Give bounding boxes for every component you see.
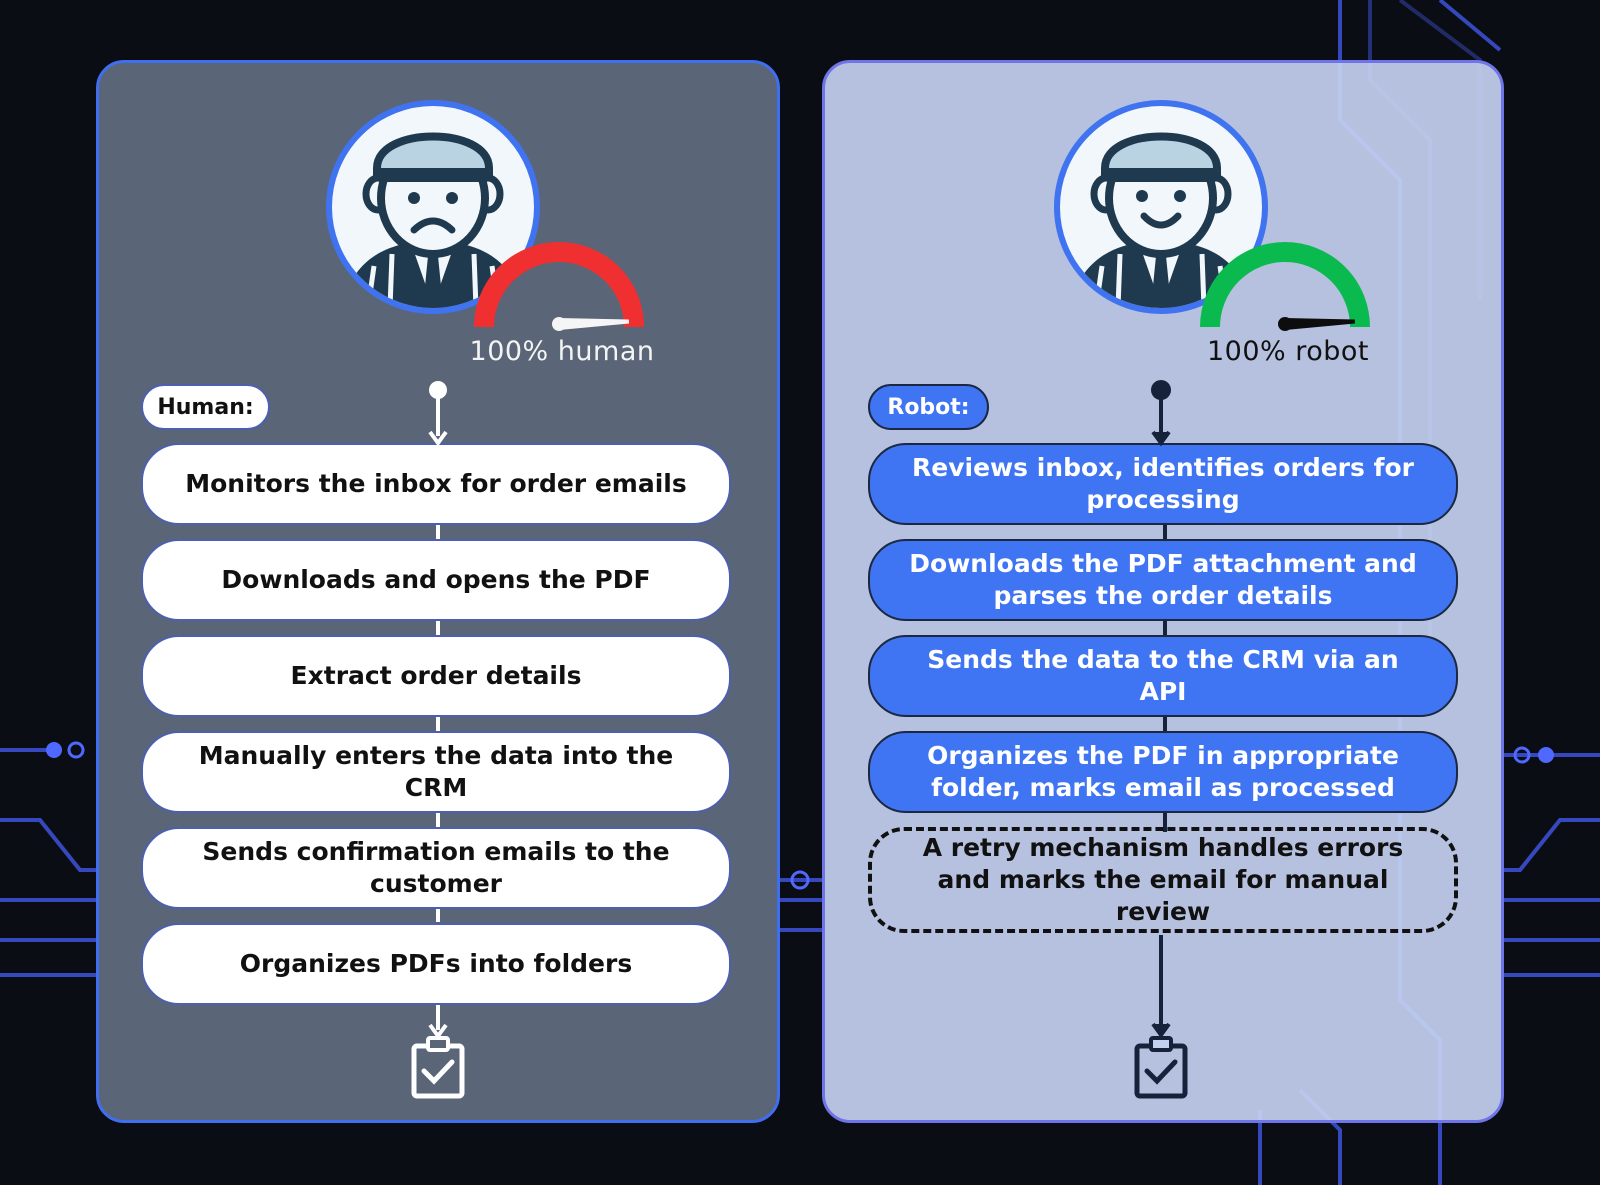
robot-step: Reviews inbox, identifies orders for pro… [868,443,1458,525]
gauge-needle [1284,318,1356,330]
robot-step: Organizes the PDF in appropriate folder,… [868,731,1458,813]
circuit-node [1513,746,1531,764]
worker-sad-icon [342,132,524,308]
circuit-node [67,741,85,759]
human-step: Monitors the inbox for order emails [141,443,731,525]
robot-retry-step: A retry mechanism handles errors and mar… [868,827,1458,933]
circuit-line [1438,0,1502,52]
gauge-hub [1278,317,1292,331]
robot-avatar [1054,100,1268,314]
human-gauge-label: 100% human [469,336,655,367]
human-gauge [474,242,644,331]
human-step: Organizes PDFs into folders [141,923,731,1005]
circuit-line [0,818,96,872]
circuit-node [790,870,810,890]
human-step: Extract order details [141,635,731,717]
circuit-node [1538,747,1554,763]
worker-happy-icon [1070,132,1252,308]
human-step: Manually enters the data into the CRM [141,731,731,813]
gauge-arc [1200,242,1370,328]
human-step: Sends confirmation emails to the custome… [141,827,731,909]
robot-step: Downloads the PDF attachment and parses … [868,539,1458,621]
human-tag: Human: [141,384,270,430]
gauge-arc [474,242,644,328]
gauge-hub [552,317,566,331]
robot-tag: Robot: [868,384,989,430]
robot-step: Sends the data to the CRM via an API [868,635,1458,717]
robot-gauge [1200,242,1370,331]
circuit-line [1504,818,1600,872]
robot-gauge-label: 100% robot [1206,336,1370,367]
gauge-needle [558,318,630,330]
human-flow-line [436,522,440,922]
circuit-node [46,742,62,758]
human-step: Downloads and opens the PDF [141,539,731,621]
